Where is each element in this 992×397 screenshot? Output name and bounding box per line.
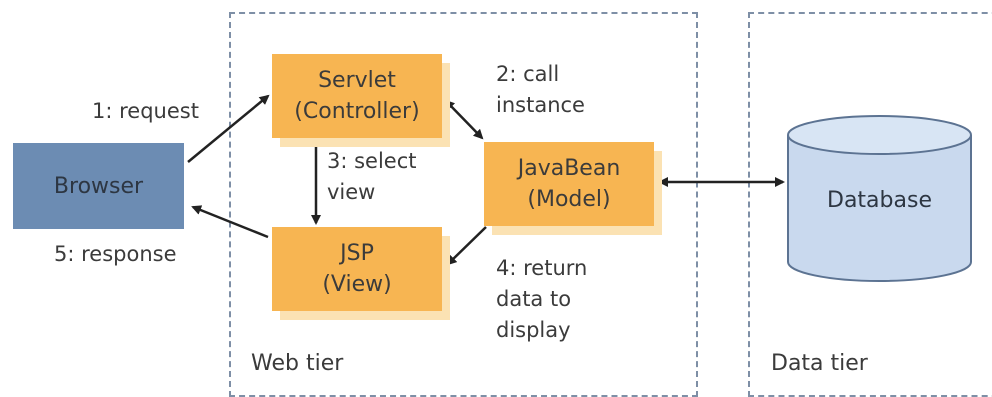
servlet-controller-node: Servlet (Controller) bbox=[272, 54, 442, 138]
response-arrow bbox=[191, 205, 269, 239]
web-tier-label: Web tier bbox=[251, 351, 344, 376]
data-tier-label: Data tier bbox=[771, 351, 868, 376]
browser-node: Browser bbox=[13, 143, 184, 229]
response-step-label: 5: response bbox=[54, 242, 177, 266]
javabean-model-label: JavaBean (Model) bbox=[517, 156, 621, 212]
return-data-arrow bbox=[446, 226, 487, 266]
return-data-step-label: 4: return data to display bbox=[496, 256, 588, 342]
jsp-view-label: JSP (View) bbox=[322, 241, 392, 297]
request-step-label: 1: request bbox=[92, 99, 199, 123]
request-arrow bbox=[187, 94, 270, 163]
database-label: Database bbox=[827, 188, 932, 213]
call-instance-arrow bbox=[444, 99, 484, 140]
database-cylinder bbox=[787, 115, 972, 282]
select-view-step-label: 3: select view bbox=[327, 149, 417, 204]
call-instance-step-label: 2: call instance bbox=[496, 62, 585, 117]
javabean-model-node: JavaBean (Model) bbox=[484, 142, 654, 226]
servlet-controller-label: Servlet (Controller) bbox=[294, 68, 420, 124]
jsp-view-node: JSP (View) bbox=[272, 227, 442, 311]
browser-label: Browser bbox=[53, 173, 144, 199]
